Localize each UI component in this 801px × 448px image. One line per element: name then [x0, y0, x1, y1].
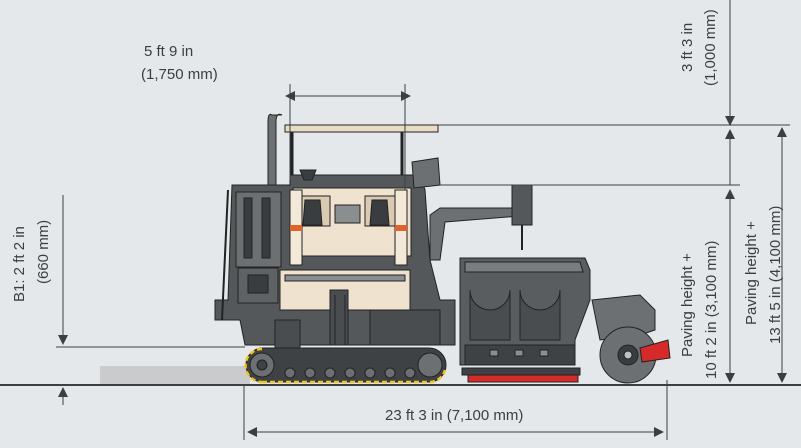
dimension-lines [56, 0, 790, 440]
paved-surface [100, 366, 250, 384]
canopy-roof [284, 124, 439, 133]
max-height-label-1: Paving height + [743, 221, 760, 325]
b1-label-1: B1: 2 ft 2 in [11, 226, 28, 302]
crawler-track [245, 347, 447, 383]
b1-label-2: (660 mm) [35, 220, 52, 284]
roof-height-label-1: 3 ft 3 in [679, 23, 696, 72]
orange-stripe [290, 225, 302, 231]
max-height-label-2: 13 ft 5 in (4,100 mm) [767, 206, 784, 344]
top-width-label-1: 5 ft 9 in [144, 43, 193, 60]
length-label: 23 ft 3 in (7,100 mm) [385, 407, 523, 424]
asphalt-paver [214, 113, 671, 384]
roof-height-label-2: (1,000 mm) [702, 9, 719, 86]
screed-plate [467, 374, 579, 383]
track-highlight [244, 347, 263, 384]
transport-height-label-2: 10 ft 2 in (3,100 mm) [703, 241, 720, 379]
red-tow-hook [639, 339, 671, 363]
transport-height-label-1: Paving height + [679, 253, 696, 357]
top-width-label-2: (1,750 mm) [141, 66, 218, 83]
